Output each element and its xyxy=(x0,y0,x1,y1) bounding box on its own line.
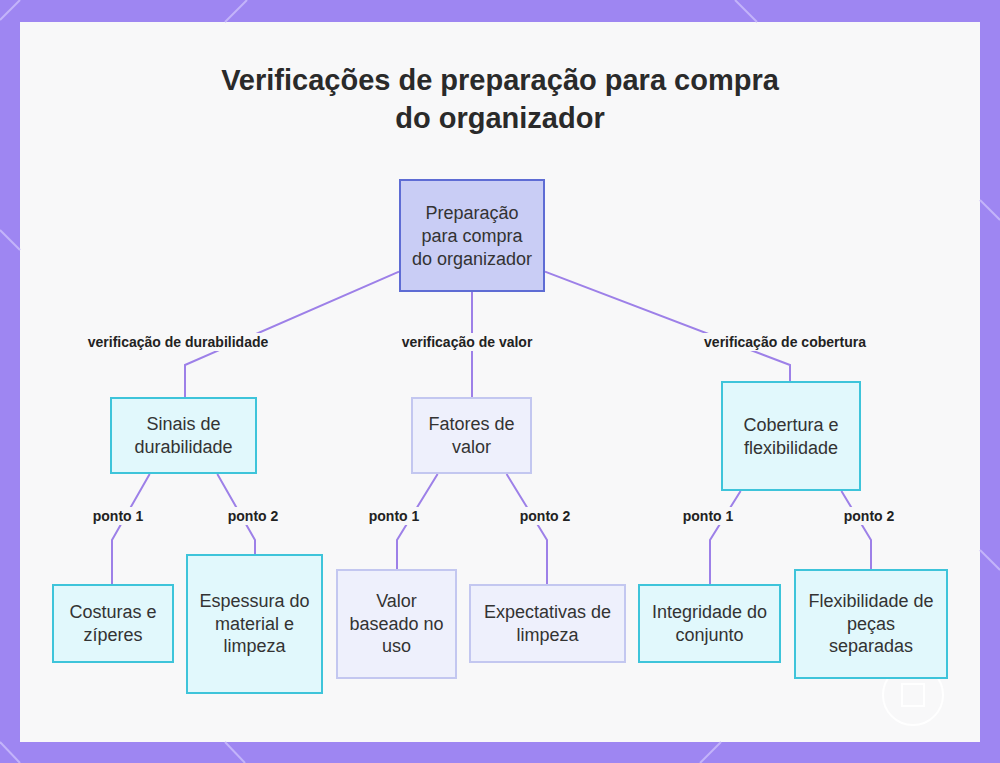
edge-label: verificação de valor xyxy=(399,333,536,351)
connector-line xyxy=(710,491,741,584)
node-text: Expectativas de limpeza xyxy=(479,601,616,647)
node-text: Flexibilidade de peças separadas xyxy=(804,590,938,659)
node-text: Integridade do conjunto xyxy=(648,601,771,647)
edge-label: ponto 1 xyxy=(90,507,147,525)
category-box: Cobertura e flexibilidade xyxy=(721,381,861,491)
leaf-box: Integridade do conjunto xyxy=(638,584,781,663)
edge-label: ponto 1 xyxy=(366,507,423,525)
leaf-box: Flexibilidade de peças separadas xyxy=(794,569,948,679)
node-text: Cobertura e flexibilidade xyxy=(731,414,851,460)
edge-label: verificação de cobertura xyxy=(701,333,869,351)
edge-label: verificação de durabilidade xyxy=(85,333,272,351)
node-text: Valor baseado no uso xyxy=(346,590,447,659)
connector-line xyxy=(112,474,150,584)
connector-line xyxy=(841,491,871,569)
category-box: Fatores de valor xyxy=(411,397,532,474)
node-text: Costuras e zíperes xyxy=(62,601,164,647)
leaf-box: Costuras e zíperes xyxy=(52,584,174,663)
category-box: Sinais de durabilidade xyxy=(110,397,257,474)
leaf-box: Espessura do material e limpeza xyxy=(186,554,323,694)
root-box: Preparação para compra do organizador xyxy=(399,179,545,292)
edge-label: ponto 2 xyxy=(517,507,574,525)
leaf-box: Valor baseado no uso xyxy=(336,569,457,679)
diagram-title: Verificações de preparação para compra d… xyxy=(200,62,800,137)
edge-label: ponto 2 xyxy=(225,507,282,525)
node-text: Espessura do material e limpeza xyxy=(196,590,313,659)
node-text: Preparação para compra do organizador xyxy=(409,202,535,271)
node-text: Fatores de valor xyxy=(421,413,522,459)
leaf-box: Expectativas de limpeza xyxy=(469,584,626,663)
edge-label: ponto 2 xyxy=(841,507,898,525)
connector-line xyxy=(545,272,790,381)
edge-label: ponto 1 xyxy=(680,507,737,525)
node-text: Sinais de durabilidade xyxy=(120,413,247,459)
connector-line xyxy=(507,474,547,584)
